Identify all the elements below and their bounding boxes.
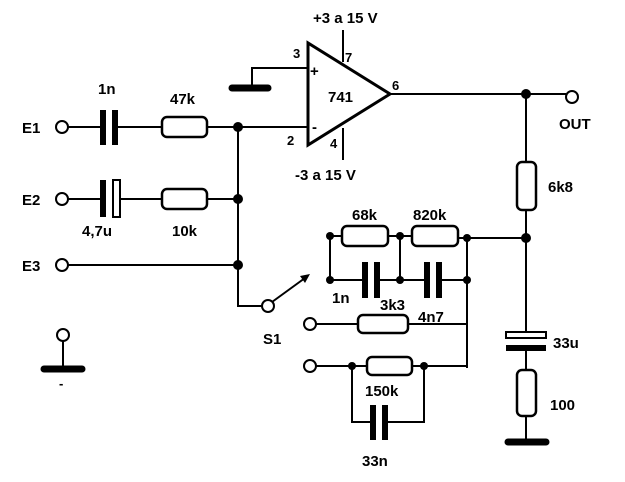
- cap-4u7-label: 4,7u: [82, 223, 112, 240]
- resistor-6k8: [515, 160, 538, 212]
- opamp-label: 741: [328, 89, 353, 106]
- cap-4n7-label: 4n7: [418, 309, 444, 326]
- input-e2-terminal: [55, 192, 69, 206]
- wire-33n-left: [351, 366, 370, 423]
- switch-common-terminal: [261, 299, 275, 313]
- resistor-47k-label: 47k: [170, 91, 196, 108]
- junction-68k-left: [326, 232, 334, 240]
- cap-33u-plate-a: [505, 331, 547, 339]
- input-e1-label: E1: [22, 120, 40, 137]
- resistor-68k: [340, 224, 390, 248]
- switch-pos3-terminal: [303, 359, 317, 373]
- supply-positive-label: +3 a 15 V: [313, 10, 378, 27]
- switch-label: S1: [263, 331, 281, 348]
- output-label: OUT: [559, 116, 591, 133]
- pin-4-label: 4: [330, 136, 338, 151]
- resistor-150k: [365, 355, 414, 377]
- cap-4u7-plate-b: [112, 179, 121, 218]
- input-e1-terminal: [55, 120, 69, 134]
- opamp-triangle: [306, 40, 393, 148]
- input-e3-label: E3: [22, 258, 40, 275]
- resistor-820k-label: 820k: [413, 207, 447, 224]
- opamp-minus-sign: -: [312, 119, 317, 136]
- wire-68k-left: [329, 235, 342, 280]
- pin-6-label: 6: [392, 78, 399, 93]
- cap-1n-in-label: 1n: [98, 81, 116, 98]
- junction-fb-out: [521, 233, 531, 243]
- cap-33n-label: 33n: [362, 453, 388, 470]
- wire-33n-right: [388, 366, 425, 423]
- pin-7-label: 7: [345, 50, 352, 65]
- resistor-10k: [160, 187, 209, 211]
- ground-legend-mark: -: [59, 376, 63, 391]
- ground-legend-terminal: [56, 328, 70, 342]
- output-terminal: [565, 90, 579, 104]
- supply-negative-label: -3 a 15 V: [295, 167, 356, 184]
- resistor-820k: [410, 224, 460, 248]
- pin-2-label: 2: [287, 133, 294, 148]
- resistor-100: [515, 368, 538, 418]
- cap-1n-fb-label: 1n: [332, 290, 350, 307]
- resistor-6k8-label: 6k8: [548, 179, 573, 196]
- inv-bus-wire: [237, 127, 262, 307]
- input-e2-label: E2: [22, 192, 40, 209]
- resistor-3k3: [356, 313, 410, 335]
- cap-33u-label: 33u: [553, 335, 579, 352]
- switch-pos2-terminal: [303, 317, 317, 331]
- opamp-plus-sign: +: [310, 63, 319, 80]
- resistor-100-label: 100: [550, 397, 575, 414]
- switch-blade: [271, 277, 306, 303]
- resistor-68k-label: 68k: [352, 207, 378, 224]
- resistor-47k: [160, 115, 209, 139]
- noninv-wire: [251, 67, 308, 88]
- resistor-150k-label: 150k: [365, 383, 399, 400]
- resistor-3k3-label: 3k3: [380, 297, 405, 314]
- switch-arrow: [300, 274, 310, 283]
- resistor-10k-label: 10k: [172, 223, 198, 240]
- pin-3-label: 3: [293, 46, 300, 61]
- input-e3-terminal: [55, 258, 69, 272]
